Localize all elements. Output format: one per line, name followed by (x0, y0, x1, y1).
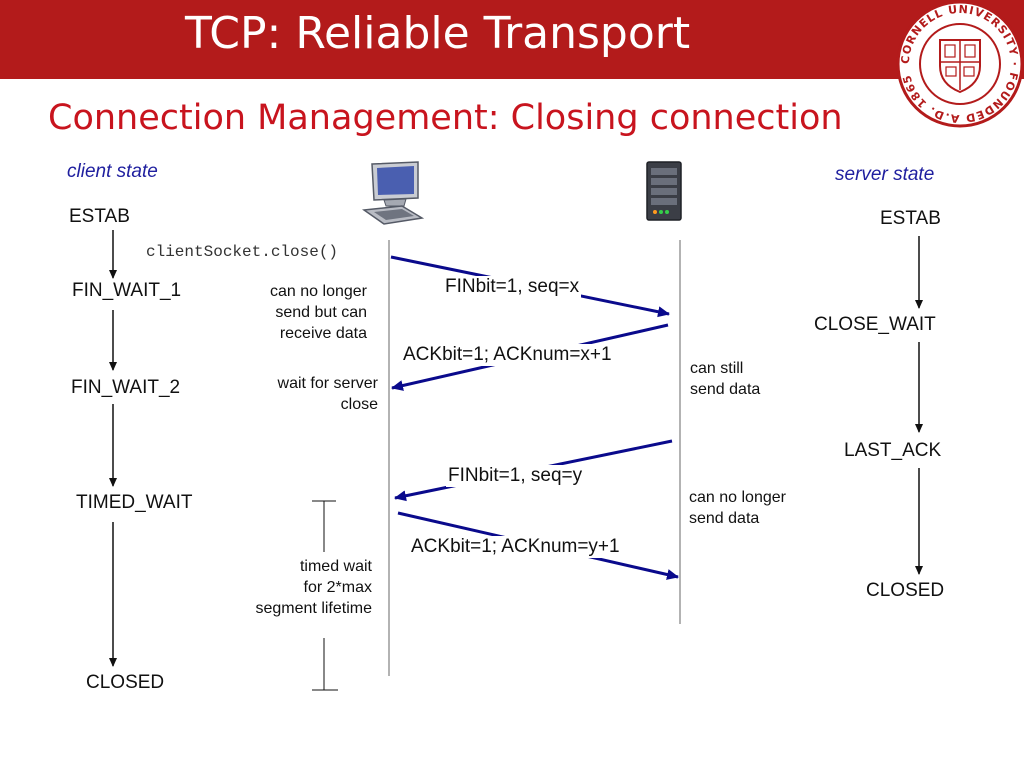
msg-fin-y: FINbit=1, seq=y (446, 465, 585, 487)
note-no-longer-send: can no longer send but can receive data (270, 283, 367, 342)
client-state-estab: ESTAB (69, 206, 130, 227)
note-wait-for-server: wait for server close (277, 375, 378, 413)
client-state-fin-wait-1: FIN_WAIT_1 (72, 280, 182, 301)
note-server-no-longer-send: can no longer send data (689, 489, 786, 527)
cornell-seal-logo: CORNELL UNIVERSITY · FOUNDED A.D. 1865 (896, 0, 1024, 128)
client-state-fin-wait-2: FIN_WAIT_2 (71, 377, 181, 398)
msg-ack-x1: ACKbit=1; ACKnum=x+1 (401, 344, 614, 366)
client-computer-icon (362, 161, 424, 225)
note-can-still-send: can still send data (690, 360, 761, 398)
server-state-last-ack: LAST_ACK (844, 440, 942, 461)
msg-fin-x: FINbit=1, seq=x (443, 276, 582, 298)
note-timed-wait: timed wait for 2*max segment lifetime (255, 558, 373, 617)
server-icon (646, 161, 682, 221)
msg-ack-y1: ACKbit=1; ACKnum=y+1 (409, 536, 622, 558)
server-state-close-wait: CLOSE_WAIT (814, 314, 936, 335)
server-state-header: server state (835, 164, 935, 185)
server-state-estab: ESTAB (880, 208, 941, 229)
title-bar (0, 0, 1024, 79)
client-state-closed: CLOSED (86, 672, 165, 693)
slide-subtitle: Connection Management: Closing connectio… (48, 98, 843, 138)
slide-title: TCP: Reliable Transport (185, 8, 691, 59)
client-state-timed-wait: TIMED_WAIT (76, 492, 193, 513)
client-close-code: clientSocket.close() (146, 243, 339, 261)
client-state-header: client state (67, 161, 158, 182)
server-state-closed: CLOSED (866, 580, 945, 601)
